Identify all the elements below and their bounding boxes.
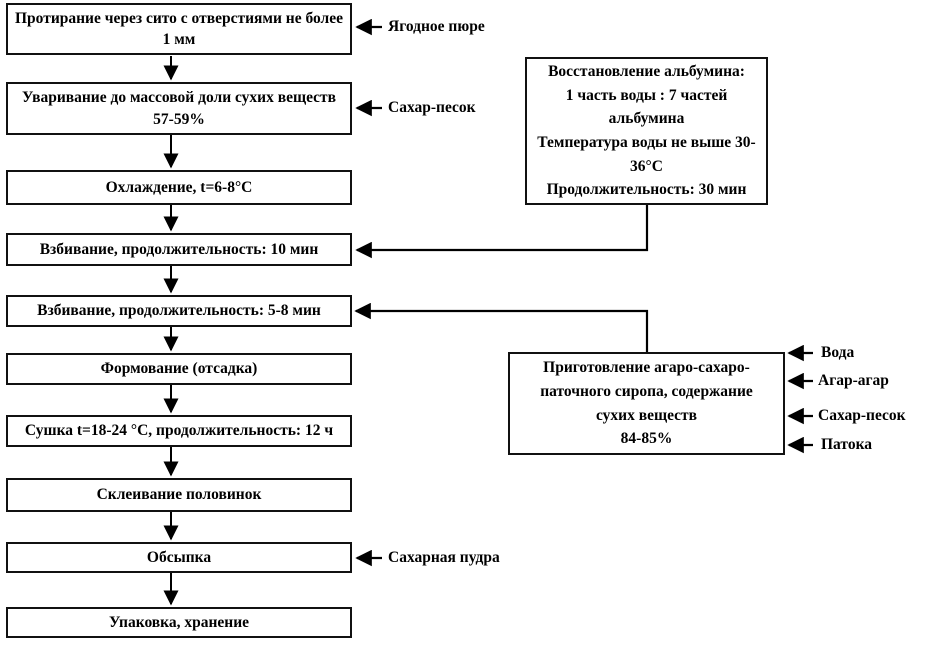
syrup-preparation-box: Приготовление агаро-сахаро- паточного си… (508, 352, 785, 455)
step-molding: Формование (отсадка) (6, 353, 352, 385)
ingredient-molasses: Патока (821, 436, 873, 453)
step-dusting: Обсыпка (6, 542, 352, 573)
albumin-line: Восстановление альбумина: (548, 63, 745, 81)
ingredient-berry-puree: Ягодное пюре (388, 18, 485, 35)
step-whipping-1: Взбивание, продолжительность: 10 мин (6, 233, 352, 266)
syrup-line: сухих веществ (596, 406, 697, 424)
step-sieving: Протирание через сито с отверстиями не б… (6, 3, 352, 55)
syrup-line: 84-85% (620, 430, 673, 448)
ingredient-agar-agar: Агар-агар (818, 372, 889, 389)
step-drying: Сушка t=18-24 °С, продолжительность: 12 … (6, 415, 352, 447)
albumin-to-whipping-connector (355, 205, 649, 259)
ingredient-sugar-1: Сахар-песок (388, 99, 476, 116)
syrup-line: Приготовление агаро-сахаро- (543, 359, 750, 377)
side-connectors (354, 205, 649, 352)
albumin-line: альбумина (608, 110, 685, 128)
albumin-line: Температура воды не выше 30- (537, 134, 756, 151)
albumin-line: 36°С (630, 157, 663, 175)
ingredient-powdered-sugar: Сахарная пудра (388, 549, 500, 566)
albumin-line: 1 часть воды : 7 частей (565, 86, 728, 104)
syrup-to-whipping-connector (354, 302, 649, 352)
ingredient-water: Вода (821, 344, 855, 361)
step-gluing-halves: Склеивание половинок (6, 478, 352, 512)
step-boiling-down: Уваривание до массовой доли сухих вещест… (6, 82, 352, 135)
ingredient-sugar-2: Сахар-песок (818, 407, 906, 424)
step-whipping-2: Взбивание, продолжительность: 5-8 мин (6, 295, 352, 327)
albumin-restoration-box: Восстановление альбумина: 1 часть воды :… (525, 57, 768, 205)
step-cooling: Охлаждение, t=6-8°С (6, 170, 352, 205)
syrup-line: паточного сиропа, содержание (540, 382, 753, 400)
step-packaging: Упаковка, хранение (6, 607, 352, 638)
albumin-line: Продолжительность: 30 мин (546, 181, 747, 199)
